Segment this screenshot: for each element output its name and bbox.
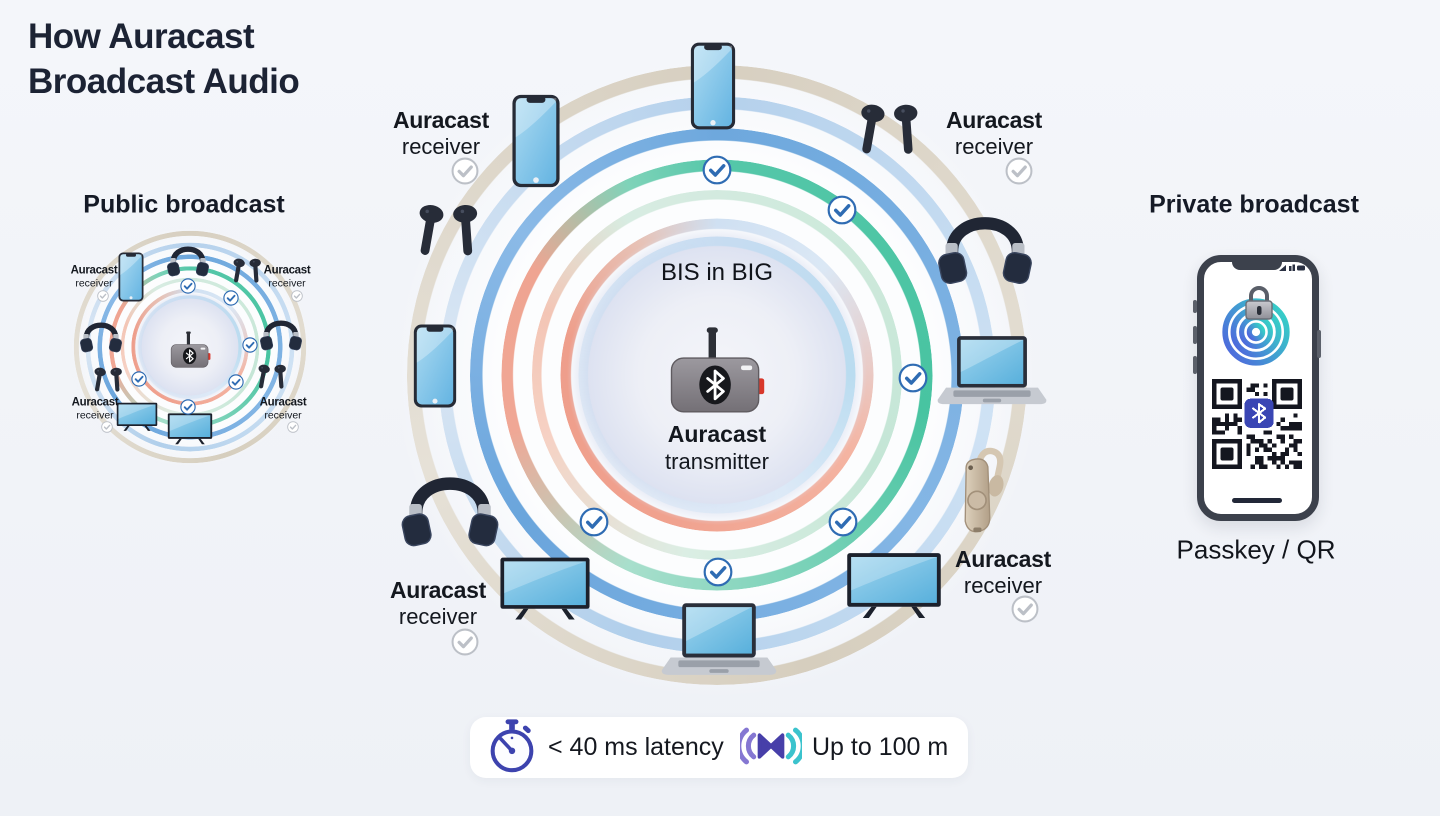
checkmark-icon [451, 157, 479, 185]
receiver-label: Auracast receiver [263, 264, 311, 290]
padlock-icon [1239, 284, 1279, 322]
phone-side-button [1193, 356, 1197, 374]
headphones-icon [80, 315, 122, 353]
page-title-line2: Broadcast Audio [28, 62, 300, 101]
receiver-label: Auracast receiver [392, 106, 490, 159]
headphones-icon [402, 460, 499, 548]
checkmark-icon [287, 421, 299, 433]
checkmark-icon [579, 507, 609, 537]
earbuds-icon [228, 255, 266, 290]
auracast-transmitter-icon [168, 331, 212, 369]
phone-side-button [1317, 330, 1321, 358]
tv-icon [499, 556, 592, 622]
checkmark-icon [828, 507, 858, 537]
earbuds-icon [850, 96, 928, 168]
checkmark-icon [451, 628, 479, 656]
laptop-icon [659, 602, 779, 680]
receiver-label: Auracast receiver [71, 396, 119, 422]
passkey-qr-caption: Passkey / QR [1176, 534, 1336, 565]
headphones-icon [260, 313, 302, 351]
smartphone-icon [512, 94, 561, 189]
bis-in-big-caption: BIS in BIG [660, 259, 774, 286]
page-title: How Auracast Broadcast Audio [28, 14, 300, 104]
checkmark-icon [180, 278, 196, 294]
receiver-label: Auracast receiver [389, 576, 487, 629]
private-broadcast-title: Private broadcast [1149, 190, 1359, 219]
checkmark-icon [180, 399, 196, 415]
checkmark-icon [223, 290, 239, 306]
broadcast-range-icon [740, 721, 802, 771]
checkmark-icon [101, 421, 113, 433]
checkmark-icon [228, 374, 244, 390]
tv-icon [116, 402, 158, 432]
earbuds-icon [408, 196, 488, 270]
tv-icon [167, 413, 213, 446]
hearing-aid-icon [948, 443, 1006, 545]
checkmark-icon [703, 557, 733, 587]
receiver-label: Auracast receiver [70, 264, 118, 290]
spec-bar [470, 717, 968, 778]
auracast-transmitter-icon [664, 327, 768, 416]
checkmark-icon [898, 363, 928, 393]
checkmark-icon [1005, 157, 1033, 185]
page-title-line1: How Auracast [28, 17, 255, 56]
phone-side-button [1193, 300, 1197, 313]
receiver-label: Auracast receiver [954, 545, 1052, 598]
headphones-icon [938, 201, 1032, 286]
transmitter-label: Auracast transmitter [665, 421, 769, 474]
public-broadcast-title: Public broadcast [83, 190, 285, 219]
checkmark-icon [702, 155, 732, 185]
phone-notch [1232, 258, 1282, 270]
receiver-label: Auracast receiver [945, 106, 1043, 159]
checkmark-icon [1011, 595, 1039, 623]
smartphone-icon [690, 41, 736, 131]
earbuds-icon [253, 361, 291, 396]
smartphone-icon [413, 323, 457, 409]
qr-code [1212, 379, 1302, 469]
latency-label: < 40 ms latency [548, 733, 724, 761]
status-bar-icons [1279, 264, 1305, 271]
headphones-icon [167, 239, 209, 277]
receiver-label: Auracast receiver [259, 396, 307, 422]
checkmark-icon [827, 195, 857, 225]
phone-side-button [1193, 326, 1197, 344]
earbuds-icon [89, 364, 127, 399]
laptop-icon [935, 335, 1049, 409]
tv-icon [846, 551, 943, 621]
stopwatch-icon [487, 718, 537, 774]
checkmark-icon [242, 337, 258, 353]
phone-home-indicator [1232, 498, 1282, 503]
checkmark-icon [131, 371, 147, 387]
checkmark-icon [97, 290, 109, 302]
checkmark-icon [291, 290, 303, 302]
range-label: Up to 100 m [812, 733, 949, 761]
smartphone-icon [118, 252, 144, 302]
